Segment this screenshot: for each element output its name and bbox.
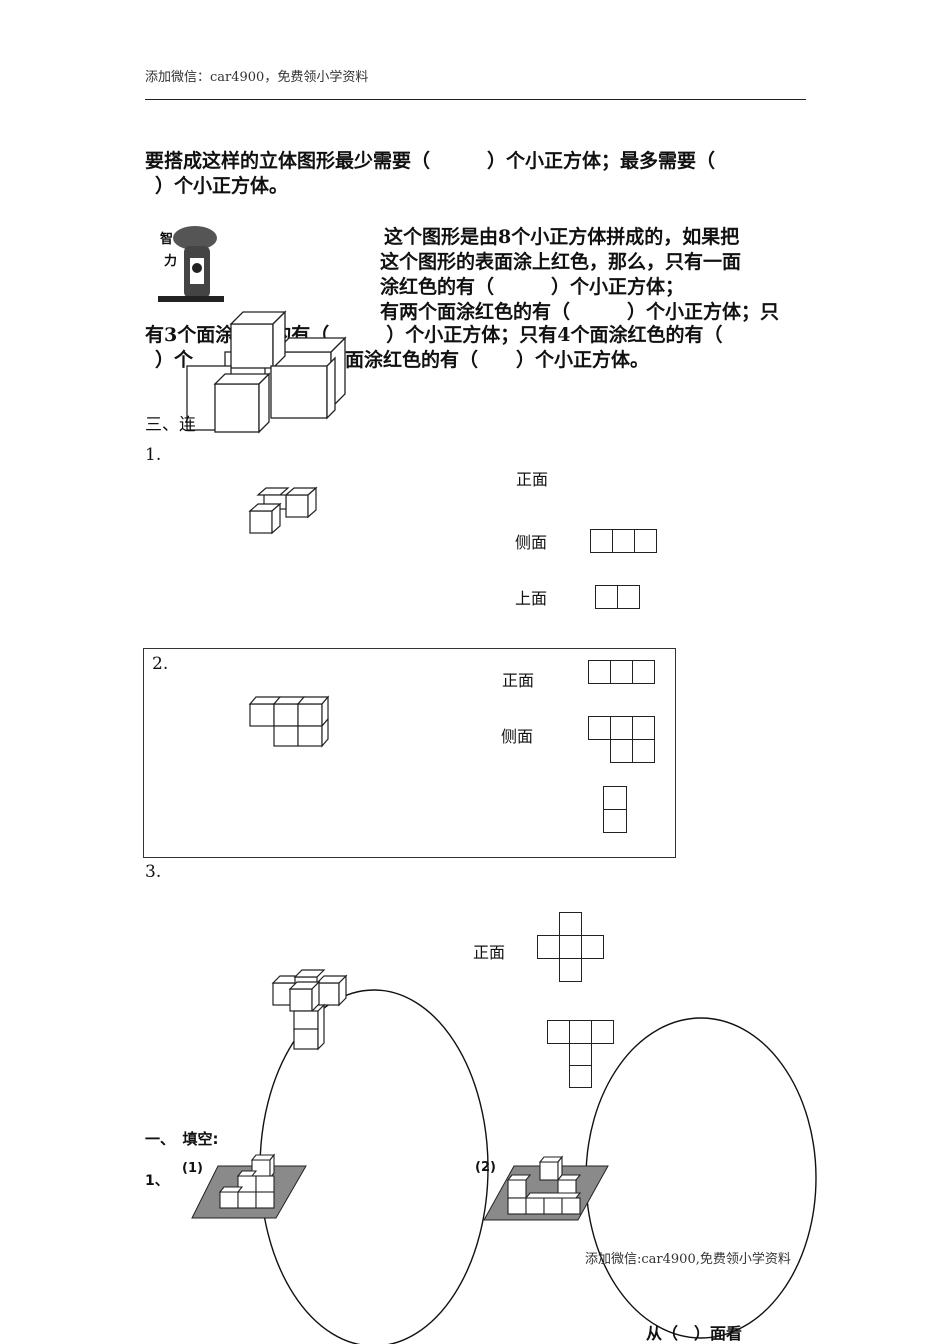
header-wechat-note: 添加微信：car4900，免费领小学资料 xyxy=(145,70,369,85)
brain-teaser-figure-icon xyxy=(158,226,224,302)
question-min-max-line2: ）个小正方体。 xyxy=(155,175,289,197)
item1-side-label: 侧面 xyxy=(515,533,548,552)
item3-number: 3. xyxy=(145,862,162,882)
item3-t-view xyxy=(547,1020,615,1088)
item3-cube-figure xyxy=(271,969,348,1051)
brain-teaser-line2: 这个图形的表面涂上红色，那么，只有一面 xyxy=(380,251,742,273)
badge-char-2: 力 xyxy=(164,254,178,269)
question-min-max-line1: 要搭成这样的立体图形最少需要（ ）个小正方体；最多需要（ xyxy=(145,150,716,172)
item2-box xyxy=(143,648,676,858)
brain-teaser-line4: 有两个面涂红色的有（ ）个小正方体；只 xyxy=(380,301,780,323)
item2-front-view xyxy=(588,660,656,684)
fig2-stack-figure xyxy=(483,1155,609,1221)
item3-front-label: 正面 xyxy=(473,943,506,962)
footer-wechat-note: 添加微信:car4900,免费领小学资料 xyxy=(585,1252,791,1267)
item1-side-view xyxy=(590,529,658,553)
brain-teaser-line3: 涂红色的有（ ）个小正方体； xyxy=(380,276,685,298)
item2-front-label: 正面 xyxy=(502,671,535,690)
section-three-heading: 三、连 xyxy=(145,415,196,435)
item2-cube-figure xyxy=(248,695,330,748)
header-rule xyxy=(145,99,806,100)
section-one-q-number: 1、 xyxy=(145,1173,169,1189)
item1-top-view xyxy=(595,585,641,609)
item1-front-label: 正面 xyxy=(516,470,549,489)
section-one-heading: 一、 填空: xyxy=(145,1130,219,1148)
brain-teaser-text: 这个图形是由8个小正方体拼成的，如果把 这个图形的表面涂上红色，那么，只有一面 … xyxy=(380,225,810,325)
item1-top-label: 上面 xyxy=(515,589,548,608)
item2-number: 2. xyxy=(152,654,169,674)
fig2-label: (2) xyxy=(475,1160,496,1175)
question-min-max: 要搭成这样的立体图形最少需要（ ）个小正方体；最多需要（ ）个小正方体。 xyxy=(145,149,810,199)
brain-teaser-line1: 这个图形是由8个小正方体拼成的，如果把 xyxy=(384,226,740,248)
right-ellipse xyxy=(585,1017,817,1339)
item3-cross-view xyxy=(537,912,605,982)
item1-number: 1. xyxy=(145,445,162,465)
eight-cube-figure xyxy=(186,310,347,434)
item2-side-view xyxy=(588,716,656,764)
view-from-prompt: 从（ ）面看 xyxy=(646,1324,743,1343)
item2-side-label: 侧面 xyxy=(501,727,534,746)
item1-cube-figure xyxy=(248,486,318,535)
item2-top-view xyxy=(603,786,627,833)
brain-teaser-badge: 智 力 xyxy=(150,222,230,304)
fig1-label: (1) xyxy=(182,1161,203,1176)
fig1-stack-figure xyxy=(191,1153,307,1219)
badge-char-1: 智 xyxy=(160,232,174,247)
